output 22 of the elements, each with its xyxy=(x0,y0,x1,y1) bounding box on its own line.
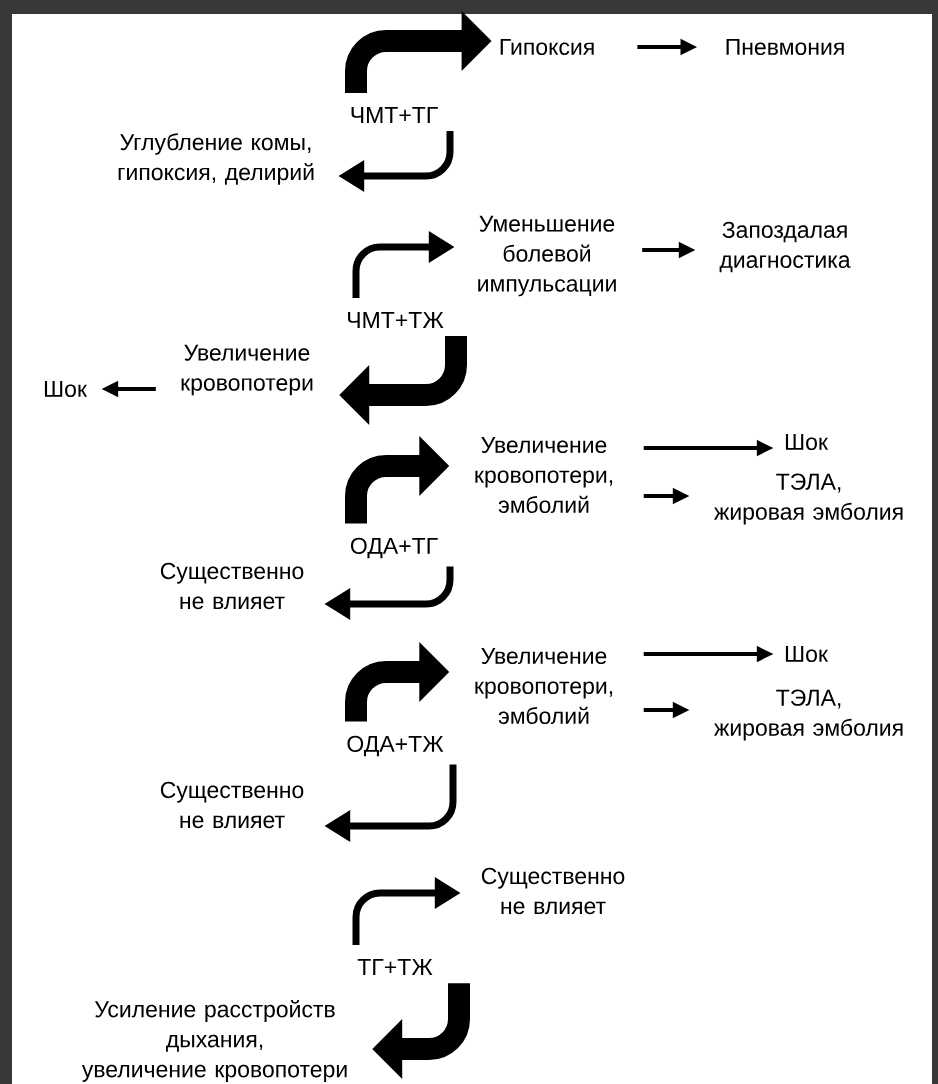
text-label: Увеличение кровопотери xyxy=(181,344,313,396)
text-label: ОДА+ТЖ xyxy=(347,735,444,757)
text-label: Углубление комы, гипоксия, делирий xyxy=(118,133,314,185)
text-label: Шок xyxy=(44,381,88,397)
text-label: Пневмония xyxy=(726,39,844,55)
text-label: ЧМТ+ТЖ xyxy=(348,312,444,328)
text-label: Шок xyxy=(785,646,829,663)
text-label: Гипоксия xyxy=(500,38,594,56)
text-label: Усиление расстройств дыхания, увеличение кровопотери xyxy=(81,1000,347,1082)
text-label: ЧМТ+ТГ xyxy=(351,107,438,123)
text-label: ОДА+ТГ xyxy=(350,537,438,559)
text-label: Существенно не влияет xyxy=(160,562,304,610)
text-label: ТЭЛА, жировая эмболия xyxy=(714,473,903,525)
text-label: Увеличение кровопотери, эмболий xyxy=(475,648,613,725)
text-label: Увеличение кровопотери, эмболий xyxy=(475,437,613,514)
text-label: ТГ+ТЖ xyxy=(357,959,433,975)
text-label: Существенно не влияет xyxy=(160,781,304,829)
text-label: Запоздалая диагностика xyxy=(719,221,851,273)
text-label: ТЭЛА, жировая эмболия xyxy=(714,689,903,741)
text-label: Уменьшение болевой импульсации xyxy=(478,215,616,297)
text-label: Шок xyxy=(785,434,829,451)
text-label: Существенно не влияет xyxy=(481,867,625,915)
